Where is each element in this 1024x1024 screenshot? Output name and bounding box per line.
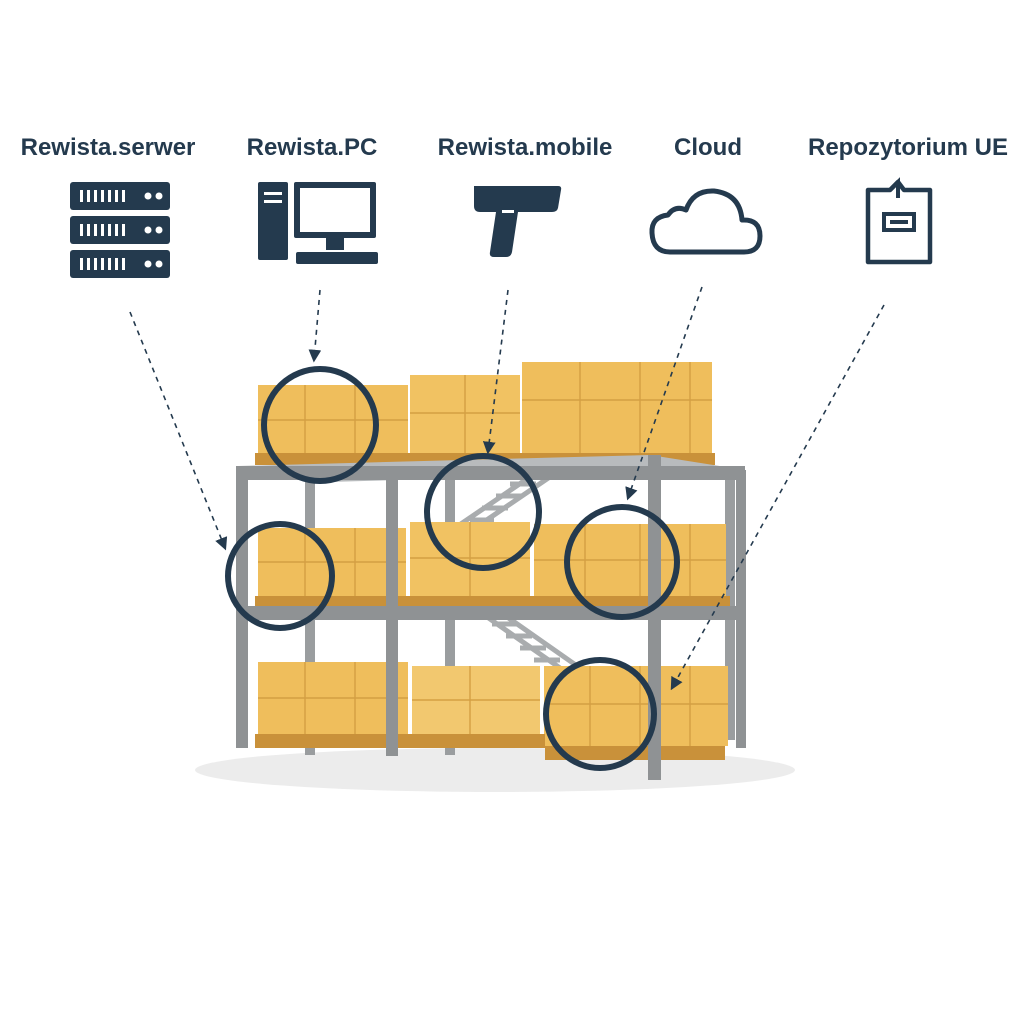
top-level-cargo [255, 362, 715, 465]
location-markers [225, 366, 680, 771]
upper-shelf-beam [238, 455, 745, 482]
cloud-icon [649, 188, 763, 255]
marker-circle-top-left [261, 366, 379, 484]
barcode-scanner-icon [474, 186, 562, 257]
system-label-pc: Rewista.PC [246, 134, 378, 161]
document-repository-icon [865, 177, 933, 265]
connector-mobile [482, 289, 509, 455]
system-label-repository: Repozytorium UE [807, 134, 1009, 161]
system-label-mobile: Rewista.mobile [437, 134, 613, 161]
system-label-server: Rewista.serwer [20, 134, 196, 161]
connector-cloud [625, 286, 703, 501]
connector-pc [308, 289, 322, 363]
middle-level-cargo [255, 522, 730, 608]
bottom-level-cargo [255, 662, 728, 760]
marker-circle-center [424, 453, 542, 571]
system-label-cloud: Cloud [674, 134, 742, 161]
desktop-computer-icon [258, 182, 378, 264]
marker-circle-mid-left [225, 521, 335, 631]
marker-circle-bottom-right [543, 657, 657, 771]
connector-lines [129, 286, 885, 691]
connector-server [129, 311, 228, 551]
marker-circle-mid-right [564, 504, 680, 620]
server-rack-icon [70, 182, 170, 278]
connector-repository [670, 304, 885, 691]
